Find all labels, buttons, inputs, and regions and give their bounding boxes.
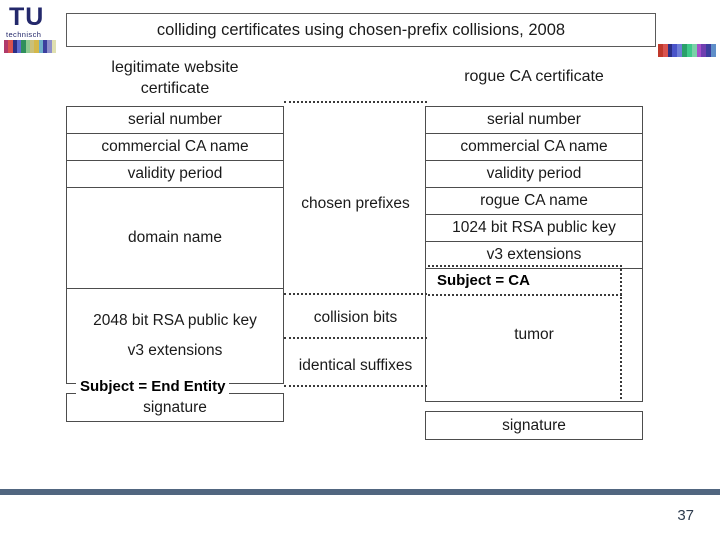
annotation-subject-end-entity: Subject = End Entity bbox=[76, 376, 230, 398]
certificate-field: rogue CA name bbox=[426, 188, 642, 215]
slide-title: colliding certificates using chosen-pref… bbox=[156, 20, 566, 39]
band-label: chosen prefixes bbox=[301, 195, 410, 212]
left-column-heading: legitimate website certificate bbox=[66, 57, 284, 99]
logo-color-bar bbox=[4, 40, 56, 53]
color-swatch bbox=[672, 44, 678, 57]
rogue-dotted-line-vertical bbox=[620, 265, 622, 399]
color-swatch bbox=[682, 44, 687, 57]
band-label: collision bits bbox=[313, 309, 398, 326]
certificate-field: serial number bbox=[67, 107, 283, 134]
certificate-field: validity period bbox=[67, 161, 283, 188]
color-swatch bbox=[662, 44, 668, 57]
color-swatch bbox=[12, 40, 17, 53]
color-swatch bbox=[706, 44, 712, 57]
certificate-field: serial number bbox=[426, 107, 642, 134]
color-swatch bbox=[711, 44, 716, 57]
color-swatch bbox=[21, 40, 26, 53]
logo-wordmark: TU bbox=[9, 3, 45, 31]
collision-structure-band: chosen prefixes collision bits identical s… bbox=[284, 97, 427, 402]
color-swatch bbox=[8, 40, 13, 53]
page-number: 37 bbox=[677, 507, 694, 524]
dotted-divider bbox=[284, 293, 427, 295]
color-swatch bbox=[29, 40, 35, 53]
left-column-heading-line1: legitimate website bbox=[111, 59, 239, 76]
certificate-field: tumor bbox=[514, 326, 554, 343]
color-swatch bbox=[51, 40, 56, 53]
color-swatch bbox=[701, 44, 707, 57]
color-swatch bbox=[667, 44, 673, 57]
color-swatch bbox=[691, 44, 697, 57]
color-swatch bbox=[16, 40, 22, 53]
certificate-field: 1024 bit RSA public key bbox=[426, 215, 642, 242]
right-column-heading: rogue CA certificate bbox=[464, 68, 604, 85]
slide-title-box: colliding certificates using chosen-pref… bbox=[66, 13, 656, 47]
color-swatch bbox=[42, 40, 48, 53]
color-swatch bbox=[4, 40, 9, 53]
logo-subtitle: technisch bbox=[6, 30, 42, 39]
certificate-field: commercial CA name bbox=[426, 134, 642, 161]
color-swatch bbox=[686, 44, 692, 57]
certificate-field: 2048 bit RSA public key v3 extensions bbox=[67, 289, 283, 383]
certificate-field: validity period bbox=[426, 161, 642, 188]
color-swatch bbox=[34, 40, 39, 53]
dotted-divider bbox=[284, 385, 427, 387]
rogue-dotted-line-bottom bbox=[428, 294, 622, 296]
certificate-field-line: 2048 bit RSA public key bbox=[93, 312, 257, 329]
annotation-subject-ca: Subject = CA bbox=[433, 270, 534, 292]
left-column-heading-line2: certificate bbox=[140, 80, 210, 97]
rogue-dotted-line-top bbox=[428, 265, 622, 267]
color-swatch bbox=[25, 40, 30, 53]
header-color-strip bbox=[658, 44, 716, 57]
dotted-divider bbox=[284, 337, 427, 339]
dotted-divider bbox=[284, 101, 427, 103]
certificate-field: v3 extensions bbox=[426, 242, 642, 269]
color-swatch bbox=[38, 40, 43, 53]
certificate-field: commercial CA name bbox=[67, 134, 283, 161]
certificate-field-line: v3 extensions bbox=[127, 342, 223, 359]
tu-logo: TU technisch bbox=[4, 4, 56, 60]
footer-rule bbox=[0, 489, 720, 495]
rogue-signature-box: signature bbox=[425, 411, 643, 440]
color-swatch bbox=[47, 40, 52, 53]
band-label: identical suffixes bbox=[298, 357, 413, 374]
color-swatch bbox=[658, 44, 663, 57]
color-swatch bbox=[677, 44, 683, 57]
certificate-field: domain name bbox=[67, 188, 283, 289]
color-swatch bbox=[696, 44, 702, 57]
